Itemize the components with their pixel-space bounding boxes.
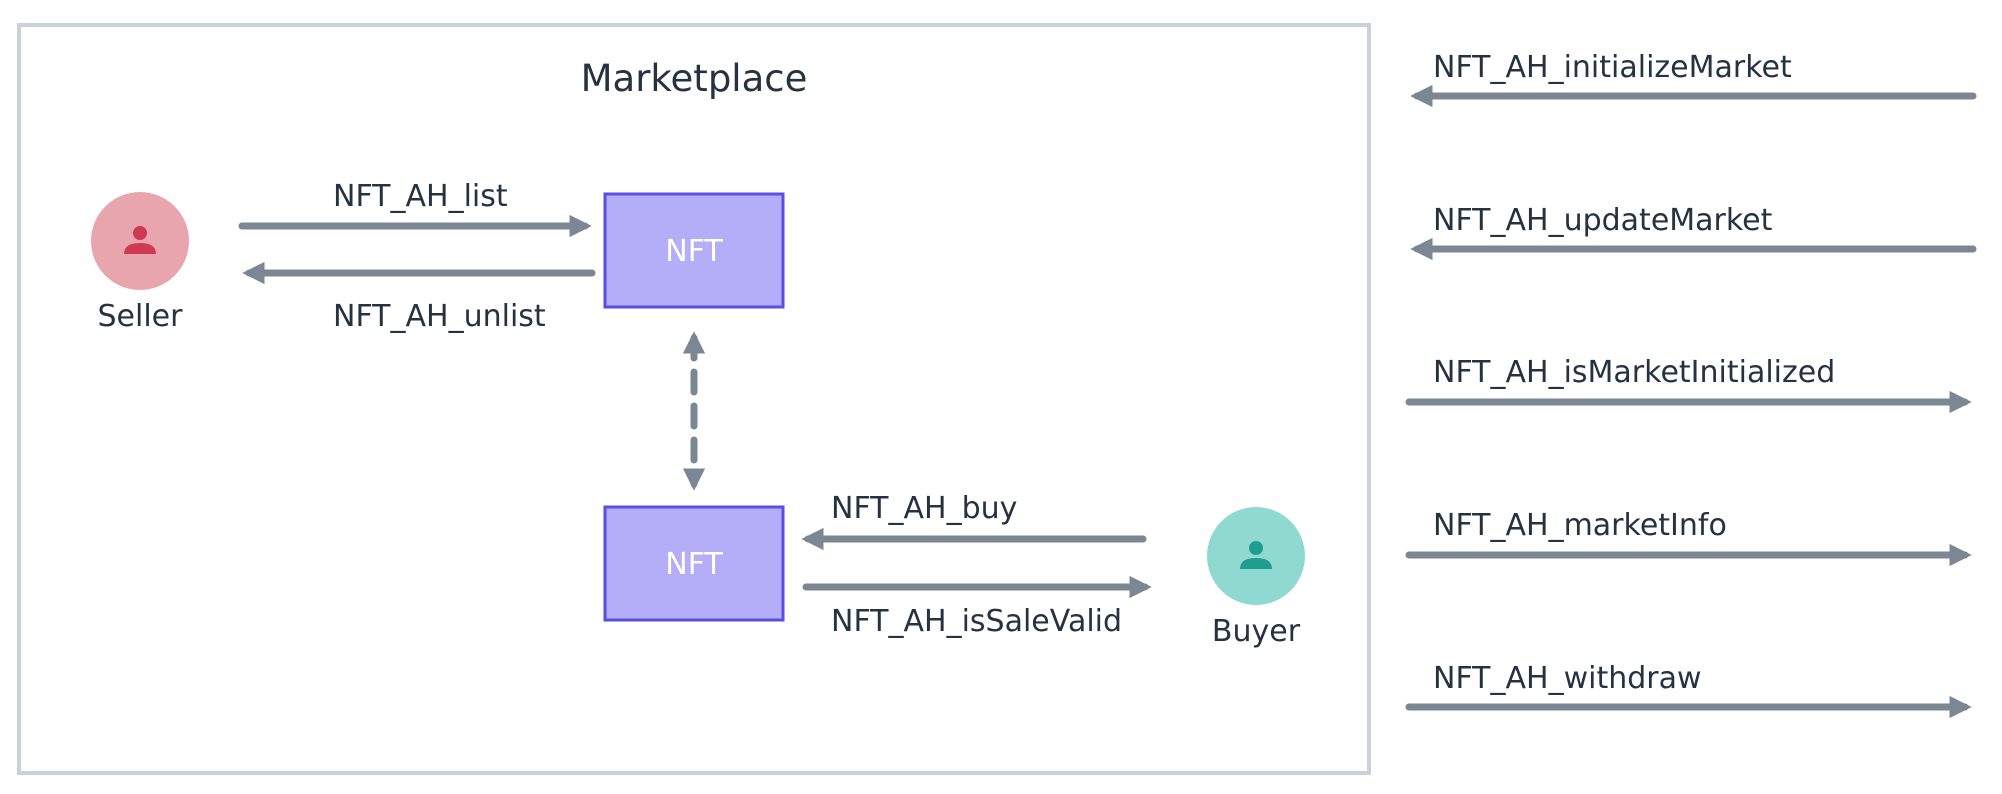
list-arrow-label: NFT_AH_list [333, 179, 508, 214]
buyer-label: Buyer [1212, 614, 1301, 649]
person-icon [124, 226, 156, 254]
external-call-row: NFT_AH_marketInfo [1405, 508, 1972, 567]
nft-top-label: NFT [665, 234, 723, 269]
external-call-row: NFT_AH_isMarketInitialized [1405, 355, 1972, 414]
nft-box-bottom: NFT [603, 505, 785, 622]
external-call-row: NFT_AH_initializeMarket [1410, 50, 1977, 108]
person-icon [1240, 541, 1272, 569]
nft-box-top: NFT [603, 192, 785, 309]
external-call-row: NFT_AH_withdraw [1405, 661, 1972, 719]
marketplace-title: Marketplace [581, 57, 808, 100]
seller-avatar [91, 192, 189, 290]
is-sale-valid-arrow-label: NFT_AH_isSaleValid [831, 604, 1122, 639]
marketplace-frame [17, 23, 1371, 775]
buyer-avatar [1207, 507, 1305, 605]
nft-bottom-label: NFT [665, 547, 723, 582]
external-call-row: NFT_AH_updateMarket [1410, 203, 1977, 261]
external-call-label: NFT_AH_initializeMarket [1433, 50, 1792, 85]
seller-label: Seller [98, 299, 184, 334]
external-calls: NFT_AH_initializeMarket NFT_AH_updateMar… [1405, 50, 1977, 719]
seller-node: Seller [91, 192, 189, 334]
external-call-label: NFT_AH_withdraw [1433, 661, 1702, 696]
buy-arrow-label: NFT_AH_buy [831, 491, 1017, 526]
external-call-label: NFT_AH_isMarketInitialized [1433, 355, 1835, 390]
buyer-node: Buyer [1207, 507, 1305, 649]
unlist-arrow-label: NFT_AH_unlist [333, 299, 546, 334]
external-call-label: NFT_AH_marketInfo [1433, 508, 1727, 543]
external-call-label: NFT_AH_updateMarket [1433, 203, 1773, 238]
